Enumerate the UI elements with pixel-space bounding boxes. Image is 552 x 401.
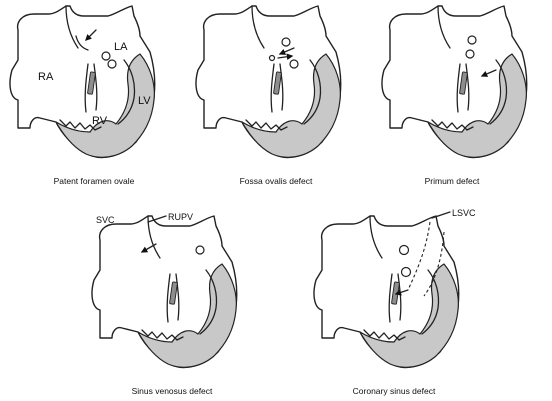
caption-patent-foramen-ovale: Patent foramen ovale <box>54 176 135 186</box>
panel-primum-defect <box>382 6 527 157</box>
caption-sinus-venosus-defect: Sinus venosus defect <box>132 386 213 396</box>
pulmonary-vein-orifice <box>466 50 474 58</box>
panel-fossa-ovalis-defect <box>196 6 341 157</box>
pulmonary-vein-orifice <box>108 60 116 68</box>
pulmonary-vein-orifice <box>282 38 290 46</box>
label-ra: RA <box>38 71 54 83</box>
pulmonary-vein-orifice <box>400 246 409 255</box>
lsvc-pointer <box>432 212 450 218</box>
label-lv: LV <box>138 95 151 107</box>
pulmonary-vein-orifice <box>102 52 110 60</box>
pulmonary-vein-orifice <box>402 268 411 277</box>
caption-fossa-ovalis-defect: Fossa ovalis defect <box>240 176 313 186</box>
label-rv: RV <box>92 115 108 127</box>
panel-coronary-sinus-defect: LSVC <box>314 208 476 367</box>
pulmonary-vein-orifice <box>468 36 476 44</box>
panel-sinus-venosus-defect: SVC RUPV <box>92 212 237 367</box>
pulmonary-vein-orifice <box>196 246 204 254</box>
panel-patent-foramen-ovale: RA LA RV LV <box>10 6 155 157</box>
label-svc: SVC <box>96 215 115 225</box>
label-rupv: RUPV <box>168 212 193 222</box>
caption-coronary-sinus-defect: Coronary sinus defect <box>353 386 436 396</box>
caption-primum-defect: Primum defect <box>425 176 480 186</box>
label-lsvc: LSVC <box>452 208 476 218</box>
pulmonary-vein-orifice <box>290 60 298 68</box>
defect-orifice <box>270 56 275 61</box>
label-la: LA <box>114 41 128 53</box>
